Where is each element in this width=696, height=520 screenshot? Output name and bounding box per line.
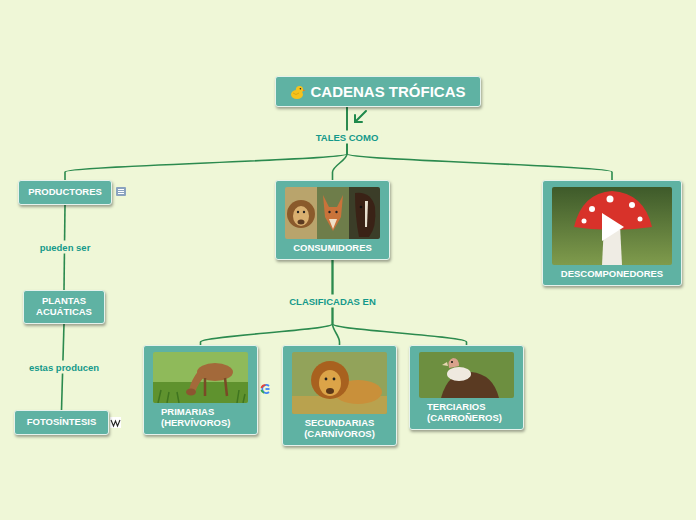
picture-box: SECUNDARIAS (CARNÍVOROS) xyxy=(282,345,397,446)
pointer-arrow xyxy=(355,111,366,122)
root-box: CADENAS TRÓFICAS xyxy=(275,76,481,107)
box-text: CONSUMIDORES xyxy=(285,243,380,254)
vulture-photo xyxy=(419,352,514,398)
box-text: FOTOSÍNTESIS xyxy=(22,417,101,428)
chick-icon xyxy=(290,84,306,100)
concept-box: PLANTAS ACUÁTICAS xyxy=(23,290,105,324)
edge-label: TALES COMO xyxy=(313,131,382,144)
connector xyxy=(65,107,347,180)
box-text: PRIMARIAS (HERVÍVOROS) xyxy=(153,407,248,429)
box-text: DESCOMPONEDORES xyxy=(552,269,672,280)
connector xyxy=(333,260,340,345)
connector xyxy=(64,205,65,290)
connector xyxy=(62,324,65,410)
title-row: CADENAS TRÓFICAS xyxy=(286,83,470,100)
box-text: CADENAS TRÓFICAS xyxy=(310,83,465,100)
note-icon xyxy=(116,187,126,196)
google-icon xyxy=(261,385,269,393)
mushroom-video xyxy=(552,187,672,265)
deer-photo xyxy=(153,352,248,403)
picture-box: CONSUMIDORES xyxy=(275,180,390,260)
connector xyxy=(201,260,333,345)
box-text: PLANTAS ACUÁTICAS xyxy=(30,296,98,318)
lion-photo xyxy=(292,352,387,414)
box-text: SECUNDARIAS (CARNÍVOROS) xyxy=(292,418,387,440)
edge-label: CLASIFICADAS EN xyxy=(286,295,379,308)
concept-box: PRODUCTORES xyxy=(18,180,112,205)
concept-box: FOTOSÍNTESIS xyxy=(14,410,109,435)
box-text: TERCIARIOS (CARROÑEROS) xyxy=(419,402,514,424)
picture-box: TERCIARIOS (CARROÑEROS) xyxy=(409,345,524,430)
consumers-photo xyxy=(285,187,380,239)
connector xyxy=(333,107,348,180)
connector xyxy=(347,107,612,180)
picture-box: PRIMARIAS (HERVÍVOROS) xyxy=(143,345,258,435)
edge-label: pueden ser xyxy=(37,241,94,254)
box-text: PRODUCTORES xyxy=(26,187,104,198)
wikipedia-icon xyxy=(110,417,121,428)
picture-box: DESCOMPONEDORES xyxy=(542,180,682,286)
connector xyxy=(333,260,467,345)
edge-label: estas producen xyxy=(26,360,102,373)
